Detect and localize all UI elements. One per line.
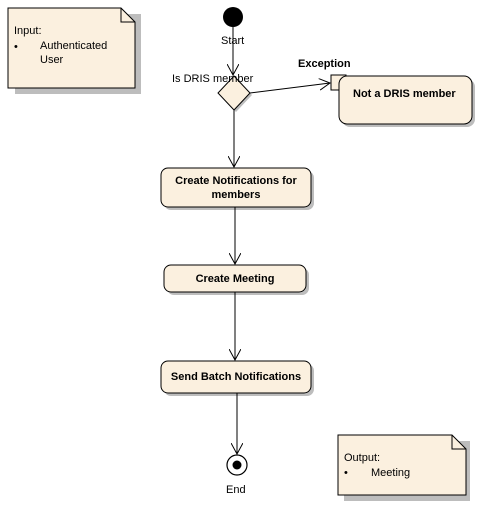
flow-decision-to-exception [249, 83, 330, 94]
start-label: Start [221, 35, 245, 47]
input-note-item: Authenticated User [40, 40, 108, 66]
output-note-title: Output: [344, 452, 381, 464]
decision-label: Is DRIS member [172, 73, 254, 85]
action-send-batch: Send Batch Notifications [170, 371, 302, 383]
action-create-notifications-shape [160, 167, 314, 210]
action-not-member-shape [338, 75, 475, 127]
action-send-batch-shape [160, 360, 314, 396]
input-note-bullet: • [14, 41, 18, 53]
output-note-bullet: • [344, 467, 348, 479]
input-note-shape [7, 7, 141, 94]
input-note-title: Input: [14, 25, 42, 37]
decision-node [217, 75, 252, 112]
action-not-member: Not a DRIS member [353, 88, 456, 100]
exception-label: Exception [298, 58, 351, 70]
action-create-meeting: Create Meeting [195, 272, 275, 285]
output-note-item: Meeting [371, 467, 411, 479]
action-create-meeting-shape [163, 264, 309, 295]
end-node [226, 454, 248, 476]
start-node [223, 7, 243, 27]
action-create-notifications: Create Notifications for members [175, 174, 297, 201]
output-note-shape [337, 434, 470, 501]
end-label: End [226, 484, 246, 496]
